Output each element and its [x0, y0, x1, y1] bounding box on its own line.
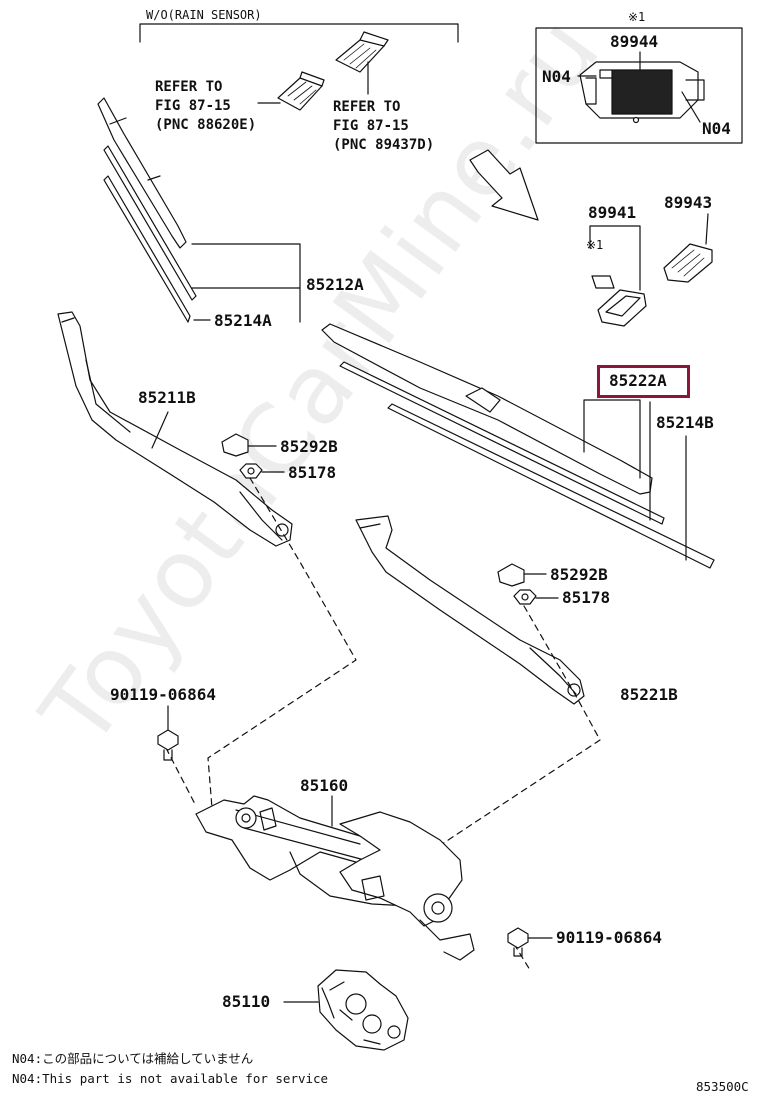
blade-85222a	[321, 323, 715, 569]
rain-sensor-cover-inset	[579, 61, 705, 124]
part-label-85211b[interactable]: 85211B	[138, 388, 196, 407]
nut-85178-right	[513, 589, 537, 605]
bolt-90119-left	[157, 729, 179, 761]
note-japanese: N04:この部品については補給していません	[12, 1051, 254, 1066]
part-label-85178-right[interactable]: 85178	[562, 588, 611, 607]
cap-85292b-left	[221, 433, 249, 457]
leader-n04-right	[681, 91, 701, 123]
part-label-85222a[interactable]: 85222A	[609, 371, 667, 390]
reference-89437d[interactable]: REFER TO FIG 87-15 (PNC 89437D)	[333, 99, 435, 153]
reference-88620e[interactable]: REFER TO FIG 87-15 (PNC 88620E)	[155, 79, 257, 133]
tape-pad	[591, 275, 615, 289]
part-label-85292b-right[interactable]: 85292B	[550, 565, 608, 584]
inset-box	[535, 27, 743, 144]
part-label-85212a[interactable]: 85212A	[306, 275, 364, 294]
blade-85212a	[97, 97, 197, 323]
part-label-85214b[interactable]: 85214B	[656, 413, 714, 432]
leader-89943	[705, 213, 709, 245]
connector-89437d	[335, 31, 389, 73]
highlight-frame-85222a	[597, 365, 690, 398]
cap-85292b-right	[497, 563, 525, 587]
direction-arrow	[469, 149, 539, 221]
figure-code: 853500C	[696, 1079, 749, 1094]
arm-85221b	[355, 515, 585, 705]
part-label-n04-right: N04	[702, 119, 731, 138]
condition-bracket	[139, 23, 459, 43]
part-label-85292b-left[interactable]: 85292B	[280, 437, 338, 456]
connector-89943	[663, 243, 713, 283]
note-mark-top: ※1	[628, 10, 646, 24]
part-label-90119-right[interactable]: 90119-06864	[556, 928, 662, 947]
leader-85222a	[583, 399, 651, 521]
arm-85211b	[57, 311, 293, 547]
sensor-cover-89941	[597, 289, 647, 327]
link-85160	[195, 795, 475, 961]
leader-85211b	[151, 411, 169, 449]
part-label-85221b[interactable]: 85221B	[620, 685, 678, 704]
condition-label: W/O(RAIN SENSOR)	[146, 8, 262, 22]
leader-89941	[589, 225, 641, 291]
leader-85212a	[191, 243, 301, 323]
note-english: N04:This part is not available for servi…	[12, 1071, 329, 1086]
part-label-85214a[interactable]: 85214A	[214, 311, 272, 330]
alignment-lines	[165, 477, 601, 971]
part-label-85178-left[interactable]: 85178	[288, 463, 337, 482]
bolt-90119-right	[507, 927, 529, 957]
part-label-85110[interactable]: 85110	[222, 992, 271, 1011]
motor-85110	[317, 969, 409, 1051]
nut-85178-left	[239, 463, 263, 479]
connector-88620e	[277, 71, 325, 111]
part-label-89943[interactable]: 89943	[664, 193, 713, 212]
part-label-89941[interactable]: 89941	[588, 203, 637, 222]
part-label-85160[interactable]: 85160	[300, 776, 349, 795]
part-label-n04-left: N04	[542, 67, 571, 86]
part-label-90119-left[interactable]: 90119-06864	[110, 685, 216, 704]
part-label-89944[interactable]: 89944	[610, 32, 659, 51]
note-mark-mid: ※1	[586, 238, 604, 252]
